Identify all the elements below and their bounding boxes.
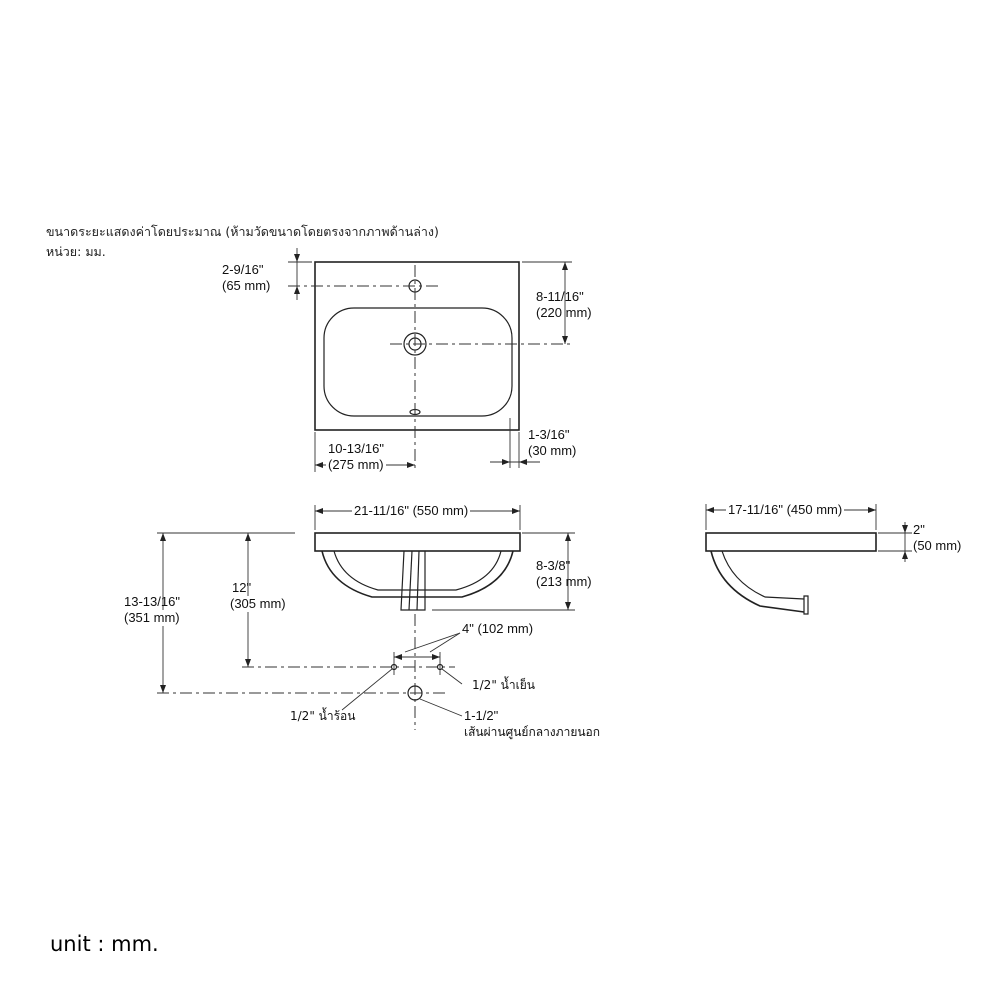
bowl-depth-mm: (213 mm) (536, 574, 592, 589)
waste-note-label: เส้นผ่านศูนย์กลางภายนอก (464, 725, 601, 739)
front-trap-detail (408, 550, 413, 611)
front-bowl-inner (333, 550, 502, 591)
bowl-depth-inch: 8-3/8" (536, 558, 571, 573)
arrow (519, 459, 527, 465)
side-view (705, 504, 912, 615)
arrow (407, 462, 415, 468)
side-trap (803, 595, 809, 615)
half-width-mm: (275 mm) (326, 457, 386, 473)
arrow (902, 525, 908, 533)
arrow (245, 659, 251, 667)
rim-offset-mm: (30 mm) (528, 443, 577, 458)
approximate-dimensions-note: ขนาดระยะแสดงค่าโดยประมาณ (ห้ามวัดขนาดโดย… (46, 224, 439, 239)
leader-hot (341, 668, 393, 711)
side-rim (705, 532, 877, 552)
drain-offset-mm: (220 mm) (536, 305, 592, 320)
arrow (902, 551, 908, 559)
total-height-inch: 13-13/16" (124, 594, 180, 609)
top-view-outline (314, 261, 520, 431)
arrow (502, 459, 510, 465)
hot-supply-point (390, 663, 398, 671)
arrow (562, 262, 568, 270)
arrow (160, 533, 166, 541)
cold-supply-point (436, 663, 444, 671)
leader-cold (441, 668, 463, 685)
arrow (394, 654, 402, 660)
arrow (868, 507, 876, 513)
rim-height-inch: 2" (913, 522, 925, 537)
unit-label: unit : mm. (50, 932, 159, 956)
faucet-offset-mm: (65 mm) (222, 278, 271, 293)
top-view-bowl (323, 307, 513, 417)
arrow (315, 508, 323, 514)
arrow (315, 462, 323, 468)
arrow (294, 254, 300, 262)
overall-width-label: 21-11/16" (550 mm) (352, 503, 471, 519)
unit-note: หน่วย: มม. (46, 244, 106, 259)
overall-depth-label: 17-11/16" (450 mm) (726, 502, 845, 518)
arrow (565, 602, 571, 610)
arrow (294, 286, 300, 294)
leader-line (404, 632, 461, 653)
arrow (160, 685, 166, 693)
total-height-mm: (351 mm) (122, 610, 182, 626)
faucet-offset-inch: 2-9/16" (222, 262, 264, 277)
rim-height-mm: (50 mm) (913, 538, 962, 553)
supply-spacing-label: 4" (102 mm) (462, 621, 534, 636)
hot-supply-label: 1/2" น้ำร้อน (290, 709, 356, 723)
side-bowl-inner (721, 550, 805, 600)
arrow (562, 336, 568, 344)
front-rim (314, 532, 521, 552)
drain-height-mm: (305 mm) (228, 596, 288, 612)
arrow (565, 533, 571, 541)
arrow (512, 508, 520, 514)
leader-waste (419, 698, 463, 717)
cold-supply-label: 1/2" น้ำเย็น (472, 678, 535, 692)
drain-outer (403, 332, 427, 356)
drain-offset-inch: 8-11/16" (536, 289, 584, 304)
arrow (245, 533, 251, 541)
side-bowl (710, 550, 805, 613)
waste-outlet (407, 685, 423, 701)
waste-size-label: 1-1/2" (464, 708, 499, 723)
arrow (706, 507, 714, 513)
half-width-inch: 10-13/16" (328, 441, 384, 456)
front-view (157, 505, 575, 730)
leader-line (429, 632, 461, 653)
rim-offset-inch: 1-3/16" (528, 427, 570, 442)
drain-height-inch: 12" (232, 580, 252, 595)
arrow (432, 654, 440, 660)
front-trap-detail (416, 550, 420, 611)
front-trap (400, 550, 426, 611)
